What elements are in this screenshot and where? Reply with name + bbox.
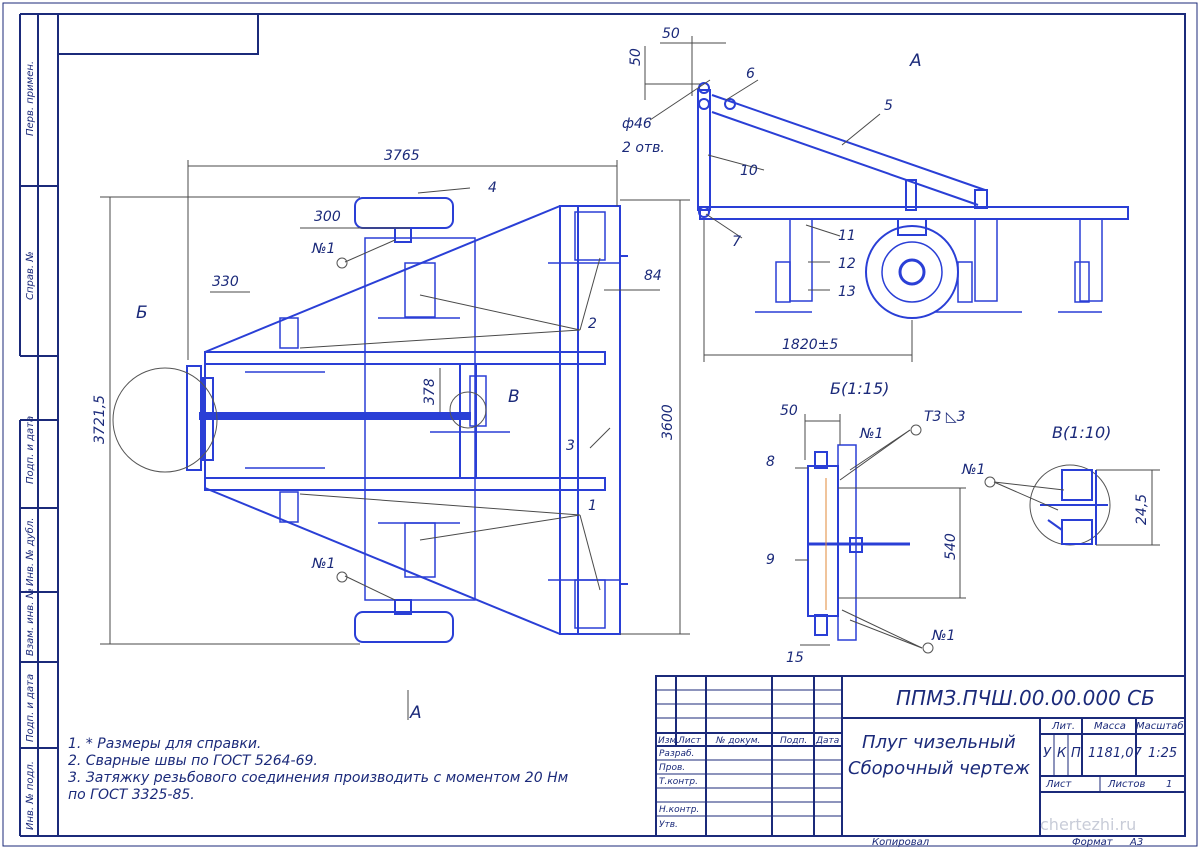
callout-n1-bottom: №1 — [311, 556, 335, 572]
dim-d46: ф46 — [622, 116, 652, 132]
view-a-bottom: А — [409, 703, 422, 723]
tb-format-label: Формат — [1072, 837, 1113, 848]
tb-col-list: Лист — [678, 736, 701, 746]
side-label-podp1: Подп. и дата — [25, 415, 36, 484]
tb-scale: 1:25 — [1148, 746, 1178, 761]
tb-mass-header: Масса — [1094, 721, 1126, 732]
dim-50-top: 50 — [662, 26, 680, 42]
callout-4: 4 — [488, 180, 497, 196]
weld-symbol: Т3 ◺3 — [924, 409, 966, 425]
tb-sheets: 1 — [1166, 779, 1173, 790]
dim-300: 300 — [314, 209, 341, 225]
dim-50-side: 50 — [628, 48, 644, 66]
tb-col-date: Дата — [816, 736, 840, 746]
tb-row-utv: Утв. — [659, 820, 678, 830]
tb-row-nkontr: Н.контр. — [659, 805, 700, 815]
tb-scale-header: Масштаб — [1136, 721, 1184, 732]
tb-row-tkontr: Т.контр. — [659, 777, 699, 787]
callout-5: 5 — [884, 98, 893, 114]
dim-540: 540 — [943, 533, 959, 560]
dim-3600: 3600 — [660, 404, 676, 440]
callout-9: 9 — [766, 552, 775, 568]
callout-n1-b-top: №1 — [859, 426, 883, 442]
callout-n1-top: №1 — [311, 241, 335, 257]
view-b — [807, 444, 910, 641]
callout-n1-v: №1 — [961, 462, 985, 478]
dim-50-b: 50 — [780, 403, 798, 419]
tb-col-doc: № докум. — [716, 736, 761, 746]
side-label-vzam: Взам. инв. № — [25, 588, 36, 656]
tb-lit-header: Лит. — [1052, 721, 1076, 732]
tb-sheets-label: Листов — [1108, 779, 1146, 790]
view-v — [1040, 469, 1108, 545]
title-block — [655, 675, 1186, 837]
dim-3721: 3721,5 — [92, 395, 108, 444]
side-label-podp2: Подп. и дата — [25, 673, 36, 742]
callout-n1-b-bottom: №1 — [931, 628, 955, 644]
callout-7: 7 — [732, 234, 741, 250]
side-dimensions — [644, 36, 913, 362]
callout-6: 6 — [746, 66, 755, 82]
note-1: 1. * Размеры для справки. — [68, 736, 262, 752]
view-a-top: А — [909, 51, 922, 71]
side-label-inv: Инв. № подл. — [25, 761, 36, 830]
callout-10: 10 — [740, 163, 758, 179]
dim-1820: 1820±5 — [782, 337, 838, 353]
tb-col-izm: Изм. — [658, 736, 680, 746]
note-2: 2. Сварные швы по ГОСТ 5264-69. — [68, 753, 318, 769]
note-3: 3. Затяжку резьбового соединения произво… — [68, 770, 569, 786]
callout-12: 12 — [838, 256, 856, 272]
tb-row-razrab: Разраб. — [659, 749, 695, 759]
dim-3765: 3765 — [384, 148, 420, 164]
tb-format: А3 — [1130, 837, 1144, 848]
label-v: В — [508, 387, 520, 407]
label-b: Б — [136, 303, 148, 323]
tb-sheet-label: Лист — [1046, 779, 1072, 790]
view-v-title: В(1:10) — [1052, 423, 1111, 442]
detail-circle-b — [112, 367, 218, 473]
dim-378: 378 — [422, 378, 438, 405]
tb-copied: Копировал — [872, 837, 930, 848]
dim-holes: 2 отв. — [622, 140, 665, 156]
plan-view — [186, 197, 628, 643]
plan-dimensions — [100, 160, 690, 720]
callout-11: 11 — [838, 228, 856, 244]
view-b-title: Б(1:15) — [830, 379, 889, 398]
tb-name-1: Плуг чизельный — [862, 732, 1016, 753]
side-label-dubl: Инв. № дубл. — [25, 517, 36, 586]
callout-15: 15 — [786, 650, 804, 666]
tb-lit-k: К — [1057, 746, 1067, 761]
tb-name-2: Сборочный чертеж — [848, 758, 1031, 779]
tb-lit-u: У — [1043, 746, 1051, 761]
note-4: по ГОСТ 3325-85. — [68, 787, 195, 803]
watermark: chertezhi.ru — [1040, 815, 1137, 834]
detail-circle-v — [449, 391, 487, 429]
tb-mass: 1181,07 — [1088, 746, 1142, 761]
callout-2: 2 — [588, 316, 597, 332]
dim-330: 330 — [212, 274, 239, 290]
tb-designation: ППМЗ.ПЧШ.00.00.000 СБ — [896, 686, 1155, 710]
dim-84: 84 — [644, 268, 662, 284]
view-b-dimensions — [795, 414, 966, 649]
callout-13: 13 — [838, 284, 856, 300]
dim-245: 24,5 — [1134, 494, 1150, 525]
side-view-a — [697, 82, 1129, 319]
callout-8: 8 — [766, 454, 775, 470]
notes: 1. * Размеры для справки. 2. Сварные швы… — [68, 736, 568, 804]
tb-lit-p: П — [1071, 746, 1081, 761]
tb-col-sign: Подп. — [780, 736, 808, 746]
callout-3: 3 — [566, 438, 575, 454]
side-label-sprav: Справ. № — [25, 251, 36, 300]
callout-1: 1 — [588, 498, 597, 514]
side-label-perv: Перв. примен. — [25, 60, 36, 136]
drawing-frame — [57, 13, 1186, 837]
tb-row-prov: Пров. — [659, 763, 686, 773]
